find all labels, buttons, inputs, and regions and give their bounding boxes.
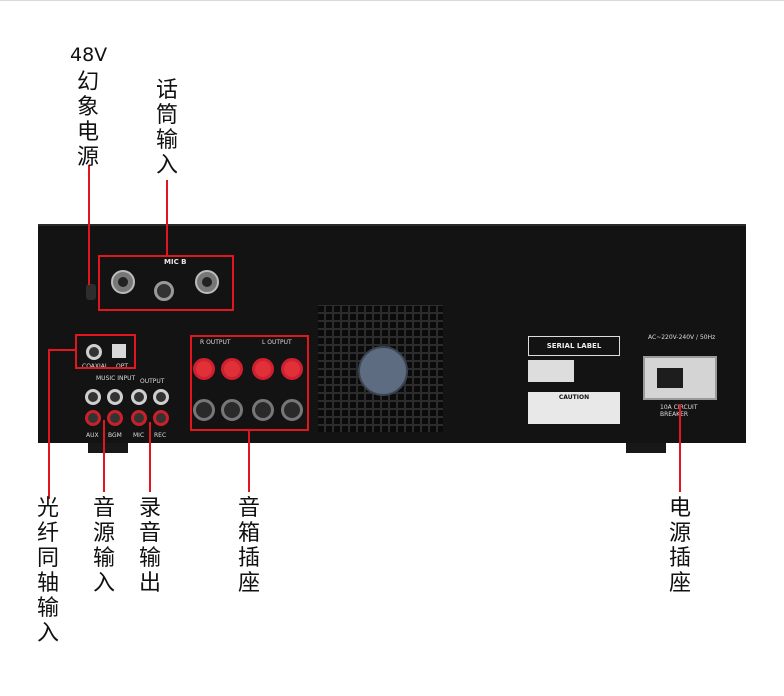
r-output-label: R OUTPUT: [200, 339, 231, 346]
power-socket-label: 电源插座: [668, 496, 691, 596]
iec-power-inlet: [643, 356, 717, 400]
speaker-terminals-label: 音箱插座: [237, 496, 260, 596]
rca-aux-r: [85, 410, 101, 426]
record-output-leader: [149, 422, 151, 492]
speaker-post-l-plus-2: [281, 358, 303, 380]
speaker-leader: [248, 430, 250, 492]
xlr-mic-jack-1: [111, 270, 135, 294]
power-leader: [679, 404, 681, 492]
source-input-leader: [103, 420, 105, 492]
certification-icons: [528, 360, 574, 382]
coaxial-jack: [86, 344, 102, 360]
speaker-post-l-minus-2: [281, 399, 303, 421]
caution-label: CAUTION: [528, 392, 620, 424]
xlr-mic-jack-2: [195, 270, 219, 294]
output-label: OUTPUT: [140, 378, 165, 385]
optical-port: [112, 344, 126, 358]
speaker-post-l-minus: [252, 399, 274, 421]
rca-mic-out-r: [131, 410, 147, 426]
quarter-inch-mic-jack: [154, 281, 174, 301]
coaxial-leader-horizontal: [48, 349, 76, 351]
mic-input-label-callout: 话筒输入: [155, 78, 178, 178]
serial-label-plate: SERIAL LABEL: [528, 336, 620, 356]
rec-label: REC: [154, 432, 167, 439]
phantom-power-switch: [86, 284, 96, 300]
mic-label: MIC: [133, 432, 145, 439]
amplifier-foot-left: [88, 443, 128, 453]
mic-input-highlight-box: [98, 255, 234, 311]
rca-bgm-r: [107, 410, 123, 426]
coaxial-label: COAXIAL: [82, 363, 109, 370]
breaker-text: 10A CIRCUIT BREAKER: [660, 404, 698, 418]
phantom-power-leader: [88, 165, 90, 285]
l-output-label: L OUTPUT: [262, 339, 292, 346]
speaker-post-r-plus-2: [221, 358, 243, 380]
mic-input-leader: [166, 180, 168, 256]
rca-rec-r: [153, 410, 169, 426]
power-socket-area: [635, 345, 725, 405]
speaker-post-r-minus: [193, 399, 215, 421]
speaker-post-r-plus: [193, 358, 215, 380]
speaker-terminal-highlight-box: [190, 335, 309, 431]
rca-rec-l: [153, 389, 169, 405]
amplifier-foot-right: [626, 443, 666, 453]
bgm-label: BGM: [108, 432, 122, 439]
optical-coaxial-input-label: 光纤同轴输入: [36, 496, 59, 646]
music-input-label: MUSIC INPUT: [96, 375, 136, 382]
rca-aux-l: [85, 389, 101, 405]
speaker-post-r-minus-2: [221, 399, 243, 421]
caution-text: CAUTION: [558, 394, 590, 401]
cooling-fan-hub: [358, 346, 408, 396]
mic-b-label: MIC B: [164, 258, 187, 266]
speaker-post-l-plus: [252, 358, 274, 380]
source-input-label: 音源输入: [92, 496, 115, 596]
phantom-power-label: 幻象电源: [76, 70, 99, 170]
top-divider: [0, 0, 784, 1]
coaxial-optical-highlight-box: [75, 334, 136, 369]
record-output-label: 录音输出: [138, 496, 161, 596]
aux-label: AUX: [86, 432, 99, 439]
ac-rating-text: AC~220V-240V / 50Hz: [648, 334, 716, 341]
opt-label: OPT: [116, 363, 129, 370]
rca-mic-out-l: [131, 389, 147, 405]
coaxial-leader-vertical: [48, 349, 50, 499]
rca-bgm-l: [107, 389, 123, 405]
phantom-48v-label: 48V: [70, 44, 108, 66]
